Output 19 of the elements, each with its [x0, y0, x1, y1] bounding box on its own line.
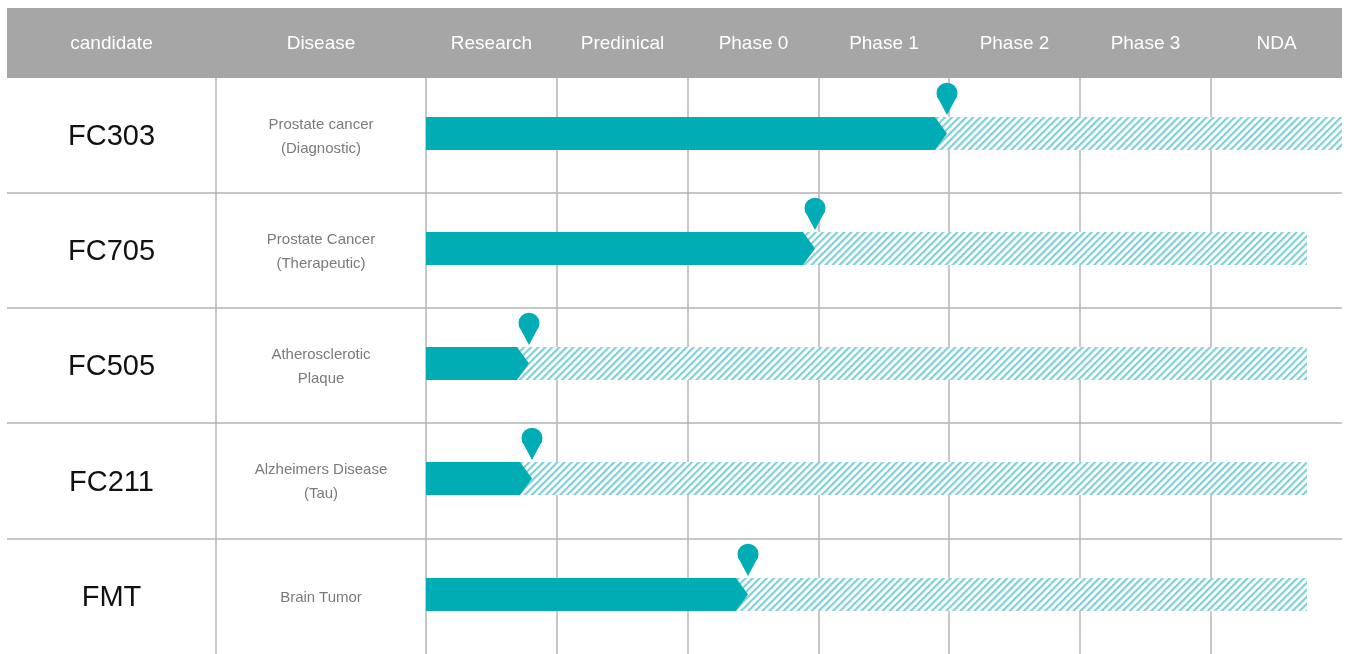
column-header: Phase 0 [718, 32, 789, 54]
candidate-name: FC211 [69, 464, 154, 498]
column-header: Disease [286, 32, 356, 54]
candidate-name: FC505 [67, 349, 155, 382]
column-header: Phase 1 [849, 32, 919, 54]
column-header: Predinical [580, 32, 665, 54]
candidate-name: FC705 [67, 234, 155, 267]
column-header: candidate [70, 32, 153, 54]
column-header: Phase 3 [1110, 32, 1181, 54]
candidate-name: FC303 [67, 119, 155, 152]
disease-name: Prostate Cancer (Therapeutic) [265, 228, 377, 273]
disease-name: Alzheimers Disease (Tau) [253, 459, 389, 503]
column-header: NDA [1256, 32, 1297, 54]
disease-name: Brain Tumor [280, 586, 362, 607]
candidate-name: FMT [81, 580, 142, 613]
disease-name: Atherosclerotic Plaque [270, 343, 372, 388]
disease-name: Prostate cancer (Diagnostic) [267, 113, 375, 158]
column-header: Phase 2 [979, 32, 1050, 54]
column-header: Research [450, 32, 533, 54]
